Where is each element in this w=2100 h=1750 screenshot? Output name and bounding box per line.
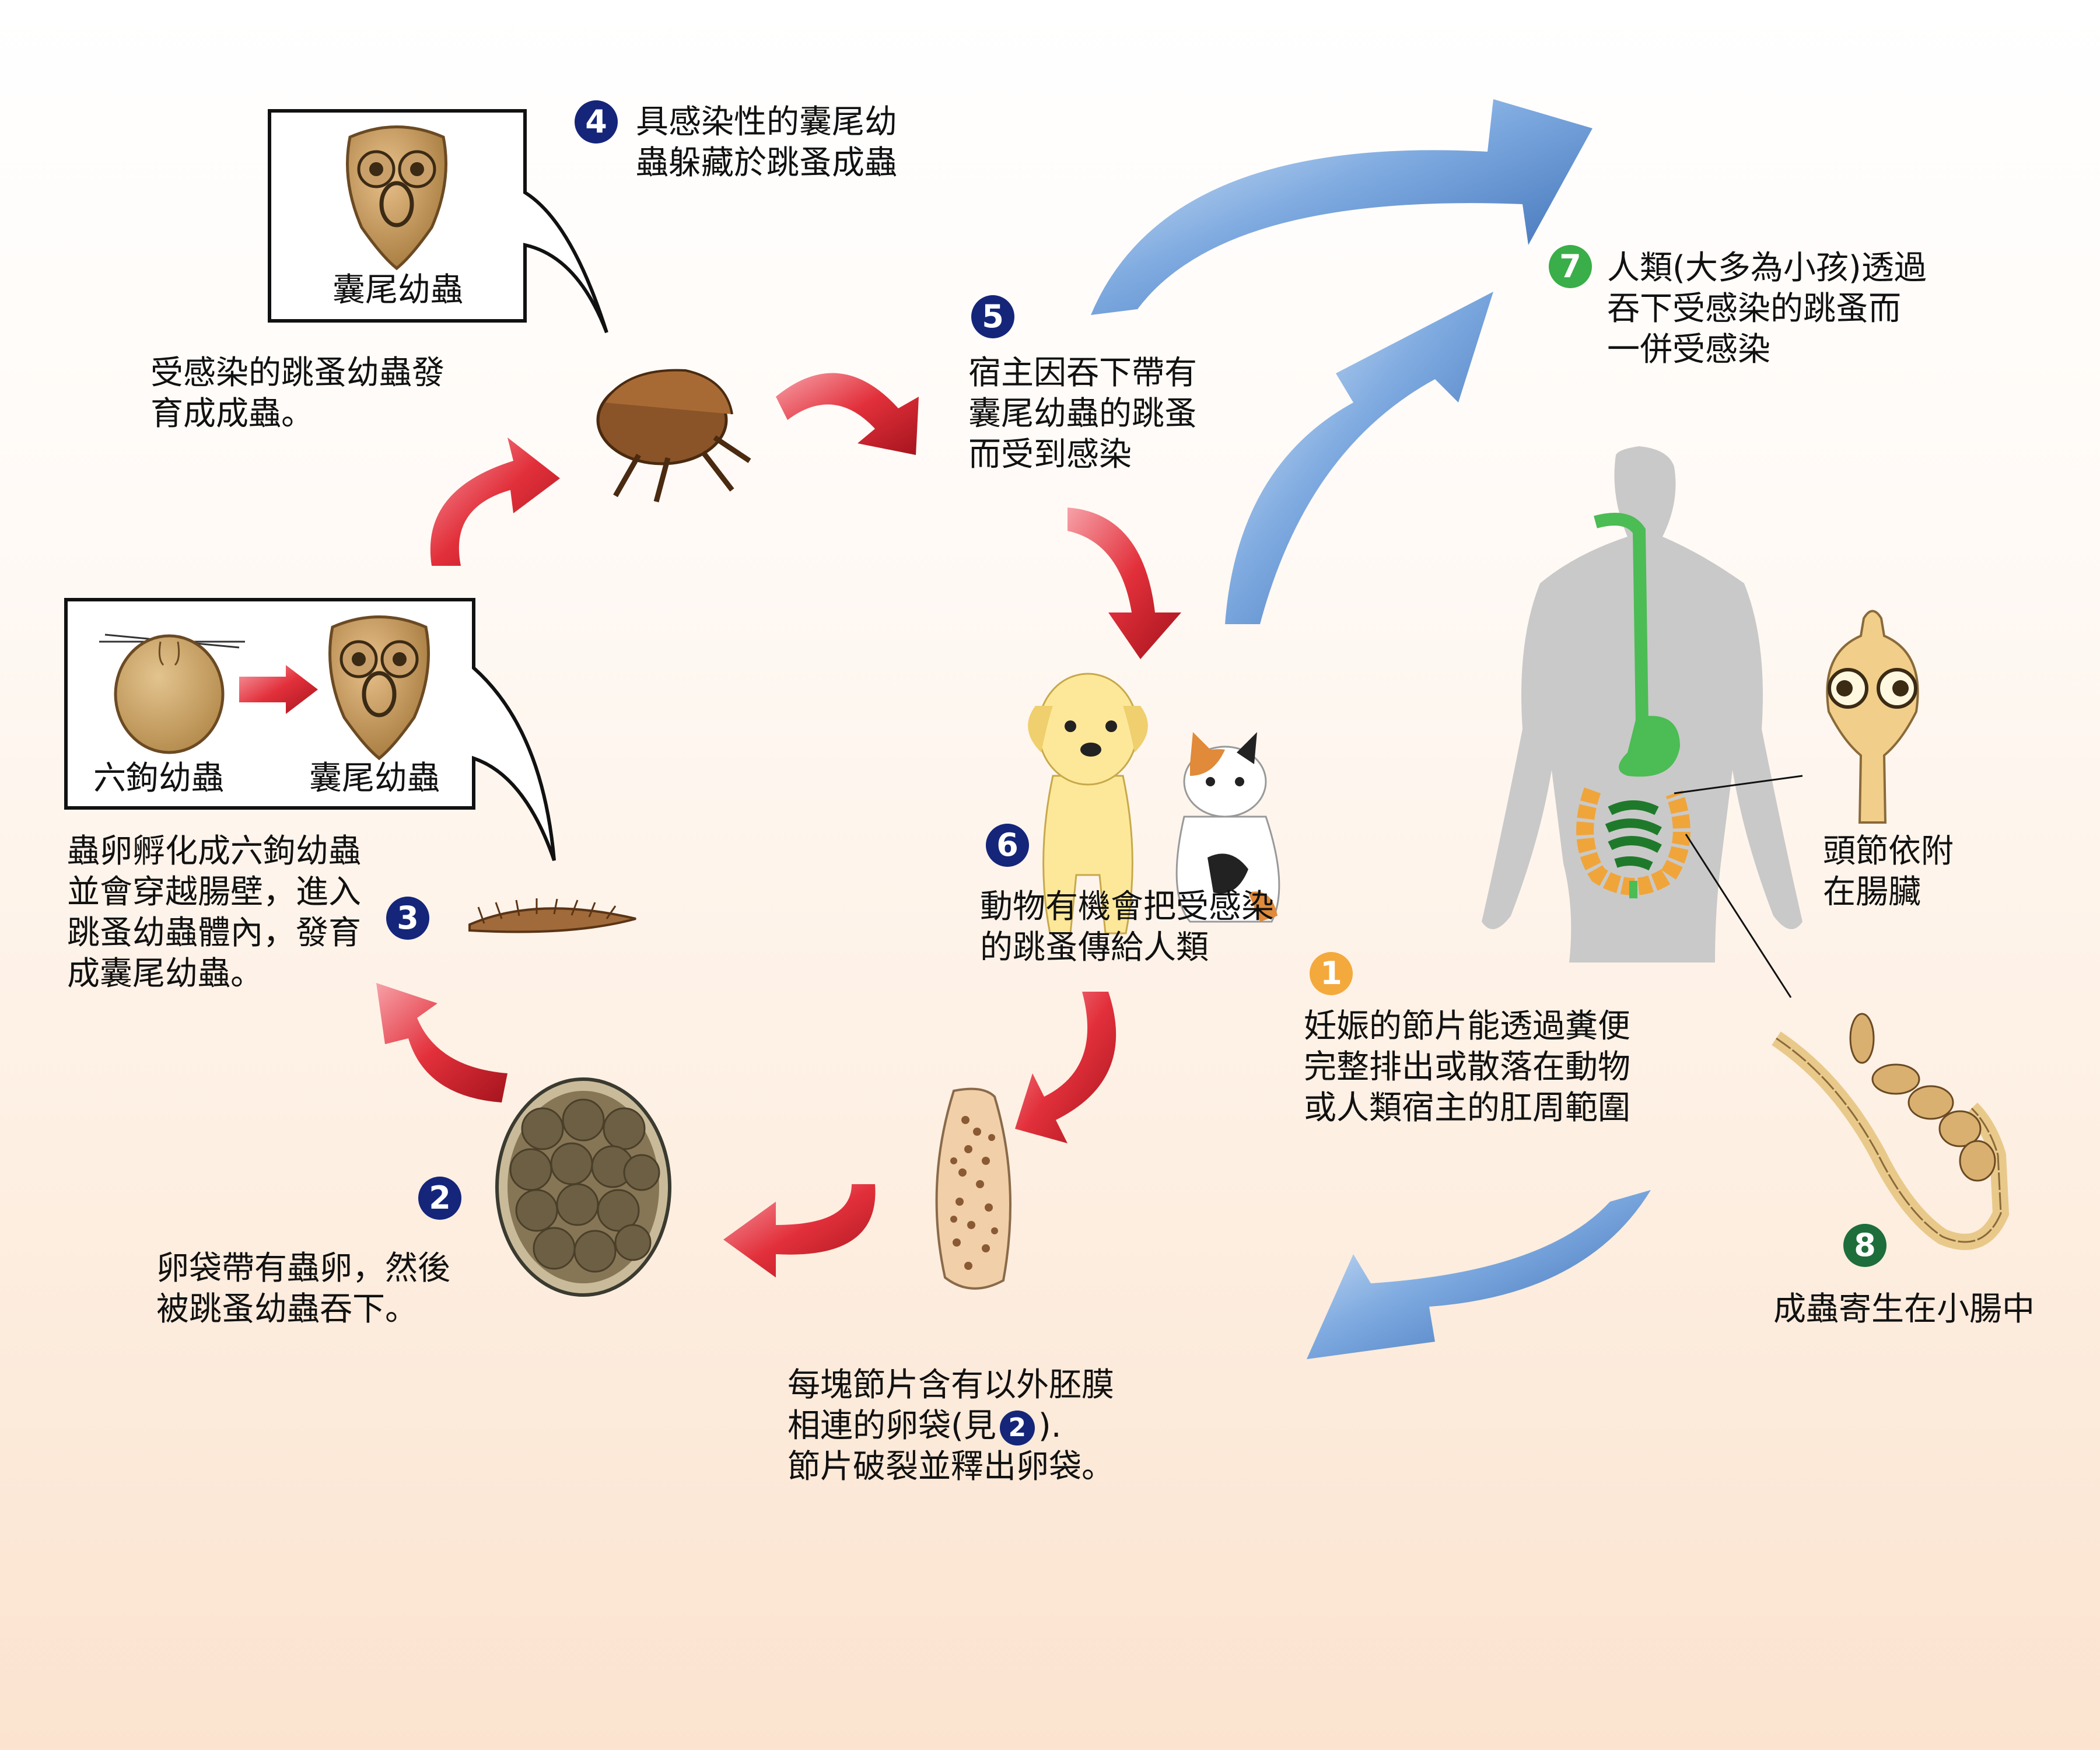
blue-arrow-animals-to-human <box>1225 292 1493 624</box>
step-badge-6: 6 <box>986 824 1029 867</box>
step-badge-4: 4 <box>575 100 618 144</box>
red-arrow-animals-to-segment <box>1015 992 1116 1143</box>
adult-tapeworm-icon <box>1772 1013 2010 1250</box>
step-6-text: 動物有機會把受感染的跳蚤傳給人類 <box>980 888 1274 967</box>
flea-larva-icon <box>468 898 636 933</box>
oncosphere-icon <box>99 634 245 754</box>
cysticercoid-icon <box>346 125 447 271</box>
step-badge-2: 2 <box>418 1177 461 1220</box>
adult-flea-icon <box>596 369 751 503</box>
red-arrow-host-to-animals <box>1068 508 1181 659</box>
cysticercoid-label-top: 囊尾幼蟲 <box>332 271 463 309</box>
flea-adult-text: 受感染的跳蚤幼蟲發育成成蟲。 <box>150 354 444 433</box>
red-arrow-segment-to-egg-packet <box>723 1184 876 1278</box>
step-8-text: 成蟲寄生在小腸中 <box>1773 1290 2035 1328</box>
blue-arrow-host-to-human-upper <box>1091 99 1592 315</box>
oncosphere-label: 六鉤幼蟲 <box>93 760 224 797</box>
step-badge-7: 7 <box>1549 245 1592 288</box>
step-5-text: 宿主因吞下帶有囊尾幼蟲的跳蚤而受到感染 <box>968 354 1197 474</box>
arrow-oncosphere-to-cysticercoid <box>239 665 318 714</box>
dog-icon <box>1028 673 1148 935</box>
cysticercoid-callout-top <box>268 109 608 334</box>
cysticercoid-icon-left <box>328 615 430 761</box>
egg-packet-icon <box>495 1077 671 1297</box>
cat-icon <box>1175 732 1280 923</box>
red-arrow-flea-to-host <box>776 373 919 455</box>
step-badge-3: 3 <box>386 897 429 940</box>
step-badge-8: 8 <box>1843 1224 1887 1267</box>
step-badge-5: 5 <box>971 295 1014 338</box>
blue-arrow-human-to-segment <box>1307 1190 1651 1359</box>
red-arrow-larva-to-flea <box>430 438 560 566</box>
step-3-text: 蟲卵孵化成六鉤幼蟲並會穿越腸壁，進入跳蚤幼蟲體內，發育成囊尾幼蟲。 <box>67 832 361 993</box>
segment-ref-badge-2: 2 <box>999 1410 1035 1446</box>
scolex-text: 頭節依附在腸臟 <box>1823 832 1954 911</box>
gravid-proglottid-icon <box>935 1087 1012 1290</box>
step-4-text: 具感染性的囊尾幼蟲躲藏於跳蚤成蟲 <box>636 103 897 182</box>
red-arrow-egg-packet-to-larva <box>376 983 508 1102</box>
cysticercoid-label-left: 囊尾幼蟲 <box>309 760 440 797</box>
scolex-icon <box>1826 610 1919 824</box>
step-badge-1: 1 <box>1310 952 1353 995</box>
oncosphere-callout-left <box>64 598 556 861</box>
step-7-text: 人類(大多為小孩)透過吞下受感染的跳蚤而一併受感染 <box>1607 249 1927 369</box>
step-2-text: 卵袋帶有蟲卵，然後被跳蚤幼蟲吞下。 <box>156 1250 450 1328</box>
human-silhouette-icon <box>1482 446 1803 998</box>
step-1-text: 妊娠的節片能透過糞便完整排出或散落在動物或人類宿主的肛周範圍 <box>1304 1007 1630 1127</box>
